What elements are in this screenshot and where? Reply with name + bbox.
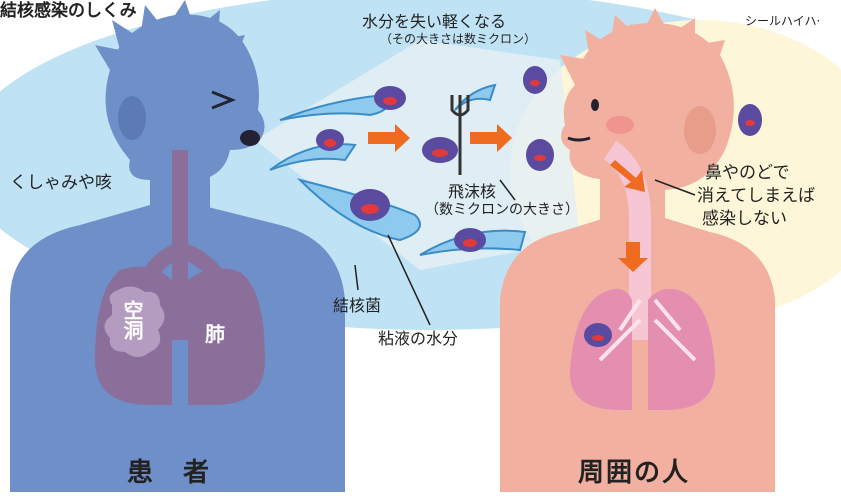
- bacterium-9: [584, 323, 612, 347]
- cavity-label: 空洞: [122, 300, 142, 340]
- page-title: 結核感染のしくみ: [0, 0, 137, 21]
- people-around-caption: 周囲の人: [578, 452, 690, 489]
- patient-caption: 患 者: [127, 452, 211, 489]
- bacterium-5: [454, 228, 486, 252]
- sneeze-cough-label: くしゃみや咳: [10, 168, 112, 193]
- mucus-water-label: 粘液の水分: [378, 325, 458, 349]
- bacterium-8: [738, 104, 762, 136]
- bacterium-7: [526, 139, 554, 171]
- lung-label: 肺: [205, 318, 225, 347]
- droplet-nucleus-sub-label: （数ミクロンの大きさ）: [425, 199, 579, 219]
- bacterium-3: [422, 137, 458, 163]
- evaporation-sub-label: （その大きさは数ミクロン）: [380, 30, 536, 47]
- nose-throat-label-3: 感染しない: [702, 204, 787, 229]
- bacterium-6: [523, 66, 547, 94]
- nose-throat-label-1: 鼻やのどで: [705, 158, 790, 183]
- patient-right-lung: [188, 268, 265, 405]
- watermark-text: シールハイハ·: [745, 12, 820, 29]
- nose-throat-label-2: 消えてしまえば: [697, 181, 815, 206]
- evaporation-label: 水分を失い軽くなる: [362, 8, 506, 32]
- bacterium-1: [374, 86, 406, 110]
- tb-bacteria-label: 結核菌: [333, 292, 381, 316]
- bacterium-4: [350, 189, 390, 221]
- bacterium-2: [316, 129, 344, 151]
